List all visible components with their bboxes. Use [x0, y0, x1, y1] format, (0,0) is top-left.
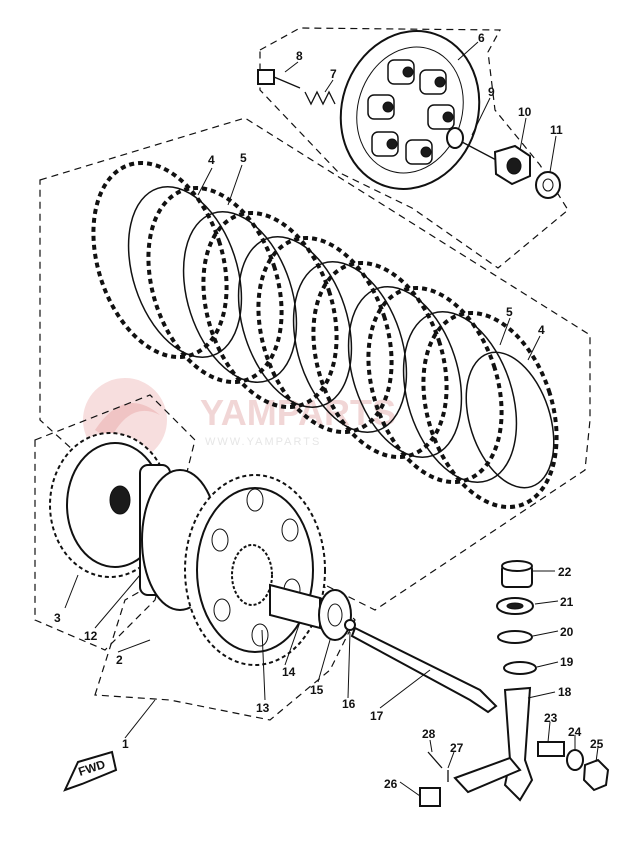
part-label: 16	[342, 697, 356, 711]
oil-seal	[501, 560, 533, 588]
lock-nut	[493, 144, 531, 186]
adjust-screw	[537, 741, 565, 757]
part-label: 14	[282, 665, 296, 679]
part-label: 5	[240, 151, 247, 165]
release-lever	[453, 756, 522, 794]
part-label: 13	[256, 701, 270, 715]
cable-end	[419, 787, 441, 807]
adjust-washer	[566, 749, 584, 771]
washer-ring	[497, 630, 533, 644]
part-label: 8	[296, 49, 303, 63]
push-rod-long	[350, 626, 498, 714]
part-label: 9	[488, 85, 495, 99]
part-label: 17	[370, 709, 384, 723]
part-label: 23	[544, 711, 558, 725]
bolt	[257, 69, 301, 89]
leader-lines	[64, 41, 599, 797]
part-label: 12	[84, 629, 98, 643]
part-label: 4	[208, 153, 215, 167]
pressure-plate	[339, 30, 481, 190]
part-label: 6	[478, 31, 485, 45]
part-label: 2	[116, 653, 123, 667]
thrust-washer	[318, 589, 352, 641]
part-label: 20	[560, 625, 574, 639]
part-label: 25	[590, 737, 604, 751]
watermark-subtext: WWW.YAMPARTS	[205, 436, 321, 448]
bearing	[496, 597, 534, 615]
circlip	[503, 661, 537, 675]
part-label: 7	[330, 67, 337, 81]
lock-washer	[535, 171, 561, 199]
clutch-plate-stack	[91, 160, 559, 510]
part-label: 19	[560, 655, 574, 669]
part-label: 26	[384, 777, 398, 791]
cotter-pin	[427, 751, 443, 769]
part-label: 21	[560, 595, 574, 609]
part-label: 10	[518, 105, 532, 119]
part-label: 28	[422, 727, 436, 741]
clutch-housing-box	[94, 539, 356, 721]
spring	[304, 90, 336, 106]
part-label: 24	[568, 725, 582, 739]
part-label: 1	[122, 737, 129, 751]
part-label: 11	[550, 123, 563, 137]
adjust-nut	[582, 758, 610, 792]
plates-box	[39, 117, 591, 611]
part-label: 22	[558, 565, 572, 579]
part-label: 3	[54, 611, 61, 625]
push-rod-short	[446, 127, 501, 163]
part-label: 4	[538, 323, 545, 337]
spacer	[269, 583, 321, 630]
part-label: 27	[450, 741, 464, 755]
part-labels: 1 2 3 4 4 5 5 6 7 8 9 10 11 12 13 14 15 …	[54, 31, 604, 791]
part-label: 5	[506, 305, 513, 319]
part-label: 18	[558, 685, 572, 699]
release-shaft	[503, 686, 534, 802]
clutch-housing	[184, 474, 326, 666]
part-label: 15	[310, 683, 324, 697]
primary-gear-box	[34, 394, 196, 651]
front-arrow: FWD	[63, 750, 118, 792]
ball	[344, 619, 356, 631]
